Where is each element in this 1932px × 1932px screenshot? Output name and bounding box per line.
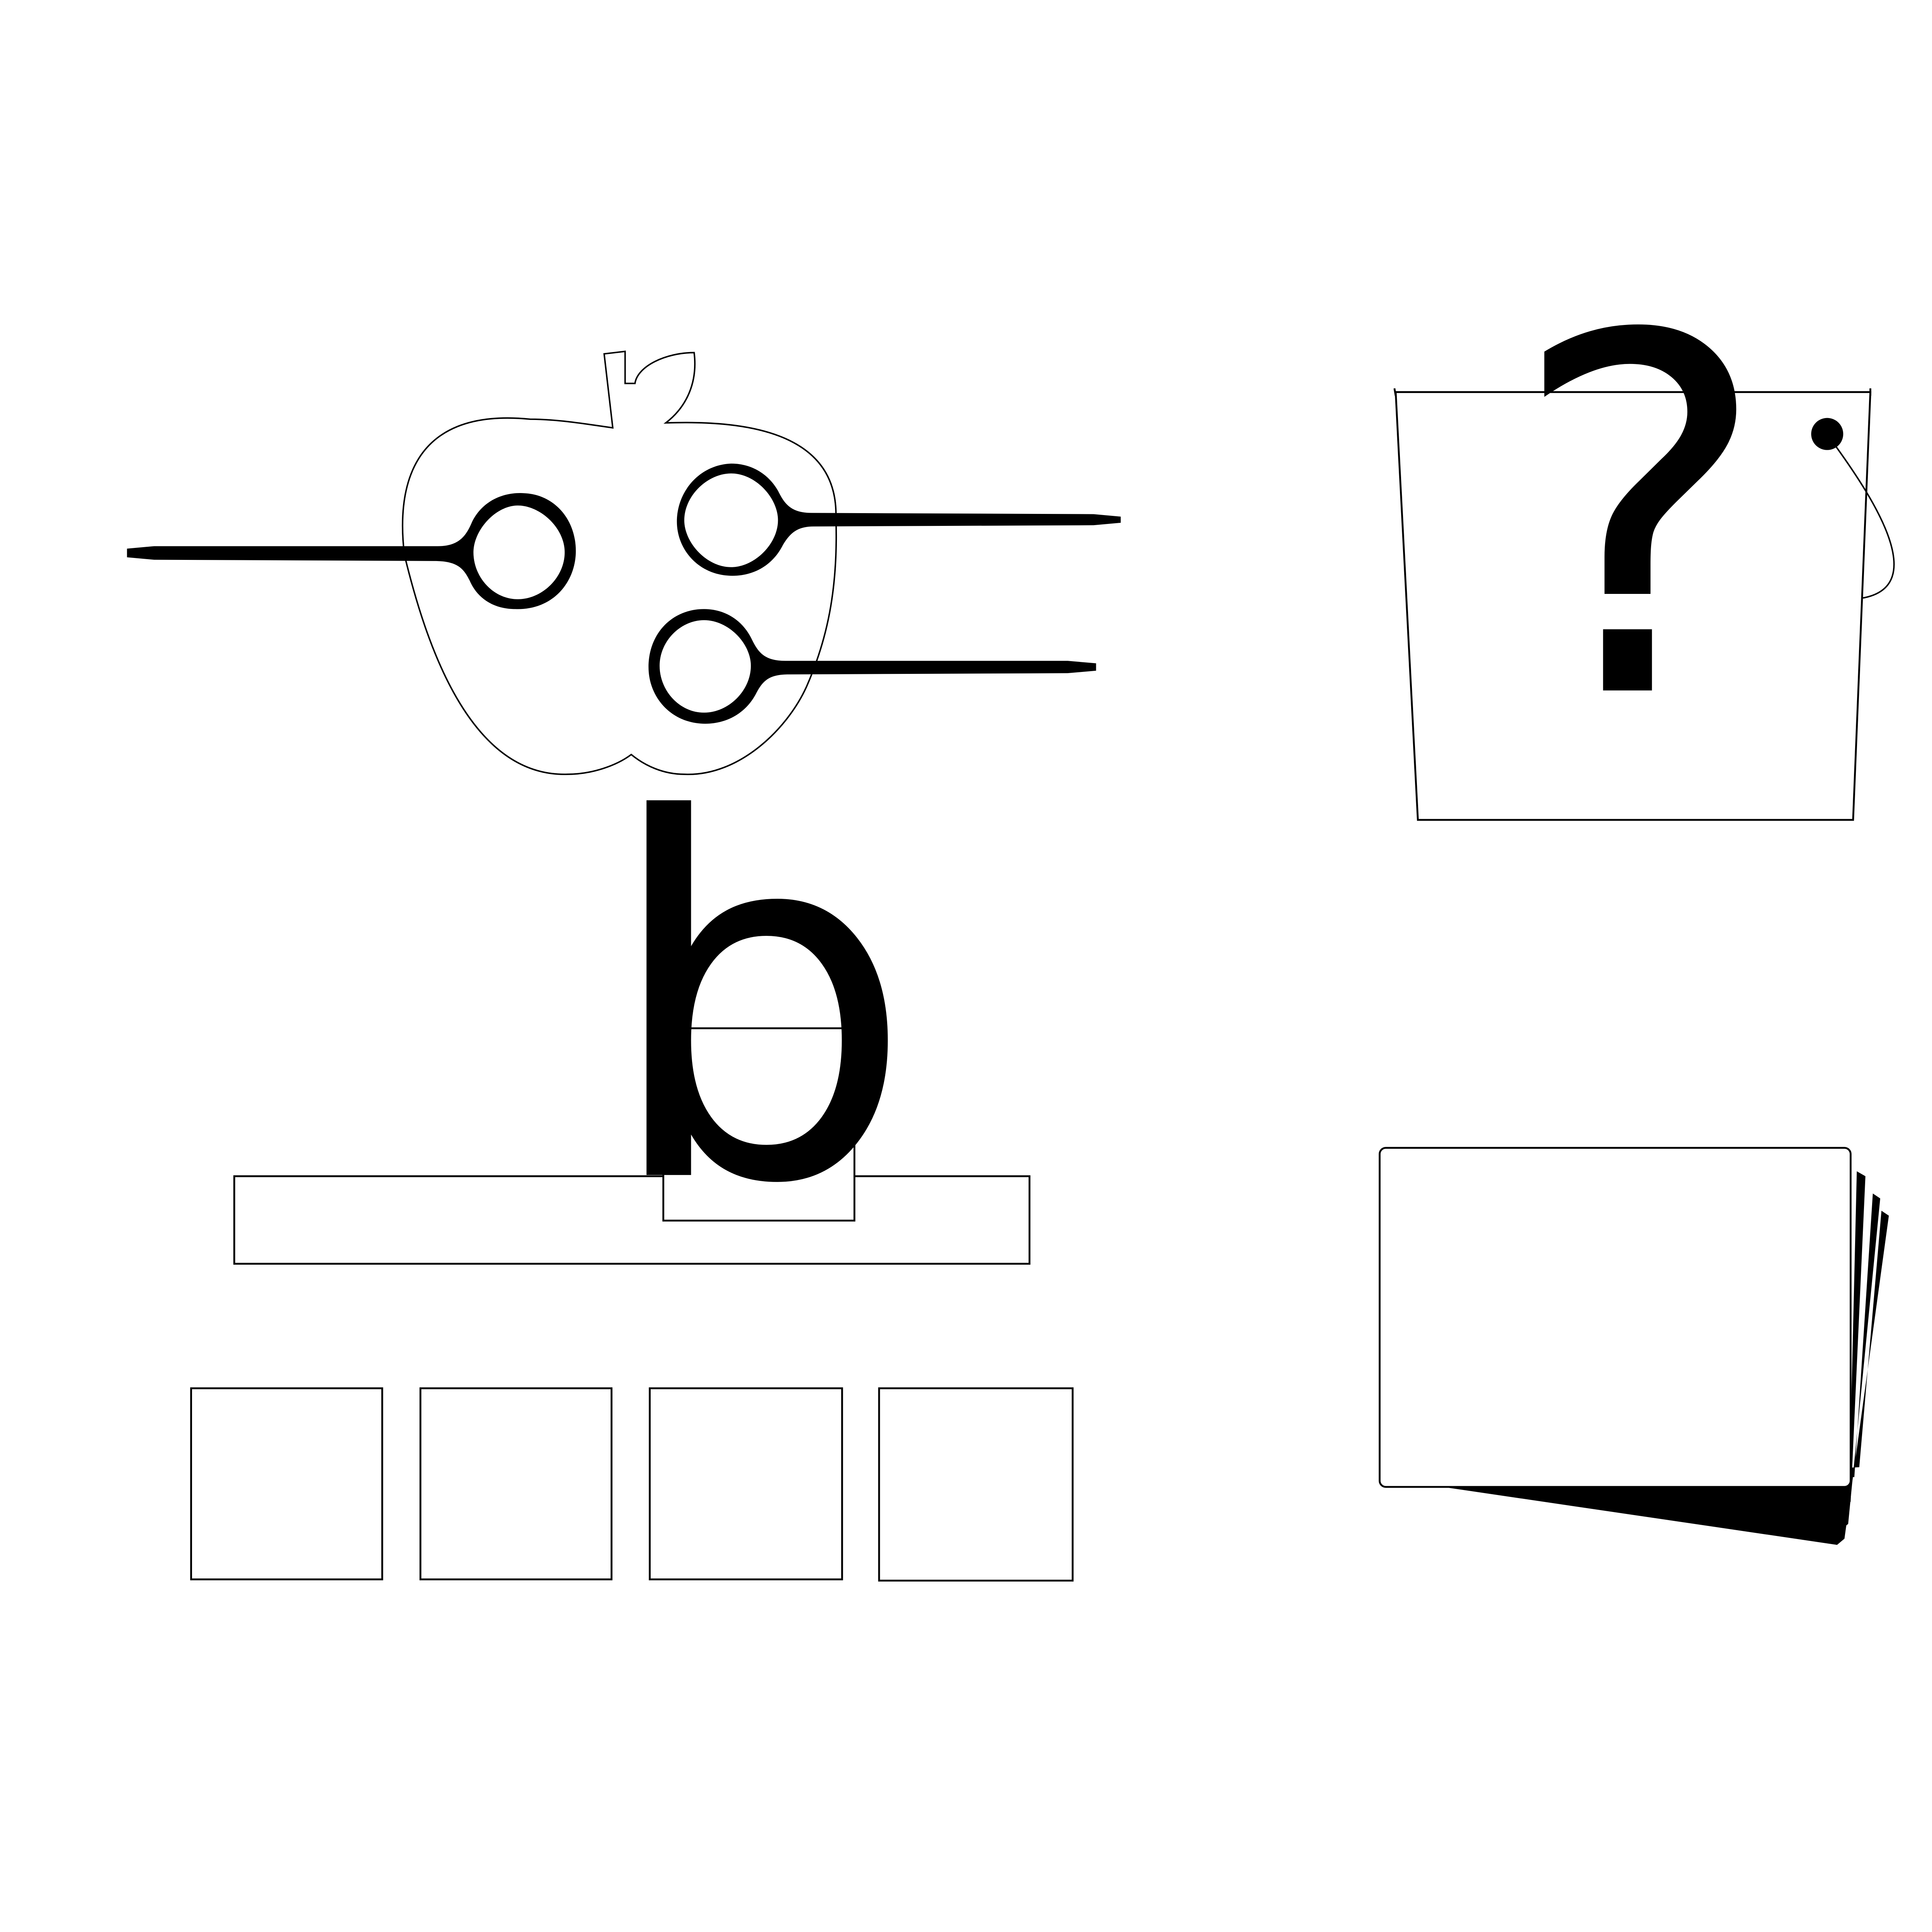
lens-stick-bottom [648,609,1096,724]
top-card[interactable] [1379,1147,1852,1488]
letter-tile-label: b [602,718,915,1292]
card-stack-icon[interactable] [1379,1147,1889,1545]
letter-tile[interactable]: b [602,718,915,1292]
answer-slot[interactable] [419,1387,613,1580]
apple-panel [127,350,1121,775]
answer-slot[interactable] [190,1387,383,1580]
answer-slot[interactable] [649,1387,843,1580]
letter-track [233,1175,1031,1265]
lens-stick-left [127,493,576,609]
apple-icon [401,350,837,775]
answer-slots [190,1387,1074,1582]
lens-stick-top [677,463,1121,576]
pin-icon [1811,418,1895,599]
bucket-icon [1393,388,1871,821]
answer-slot[interactable] [878,1387,1074,1582]
letter-panel: b [190,718,1074,1582]
question-mark: ? [1509,233,1770,807]
card-panel [1379,1147,1889,1545]
mystery-panel: ? [1393,233,1895,821]
